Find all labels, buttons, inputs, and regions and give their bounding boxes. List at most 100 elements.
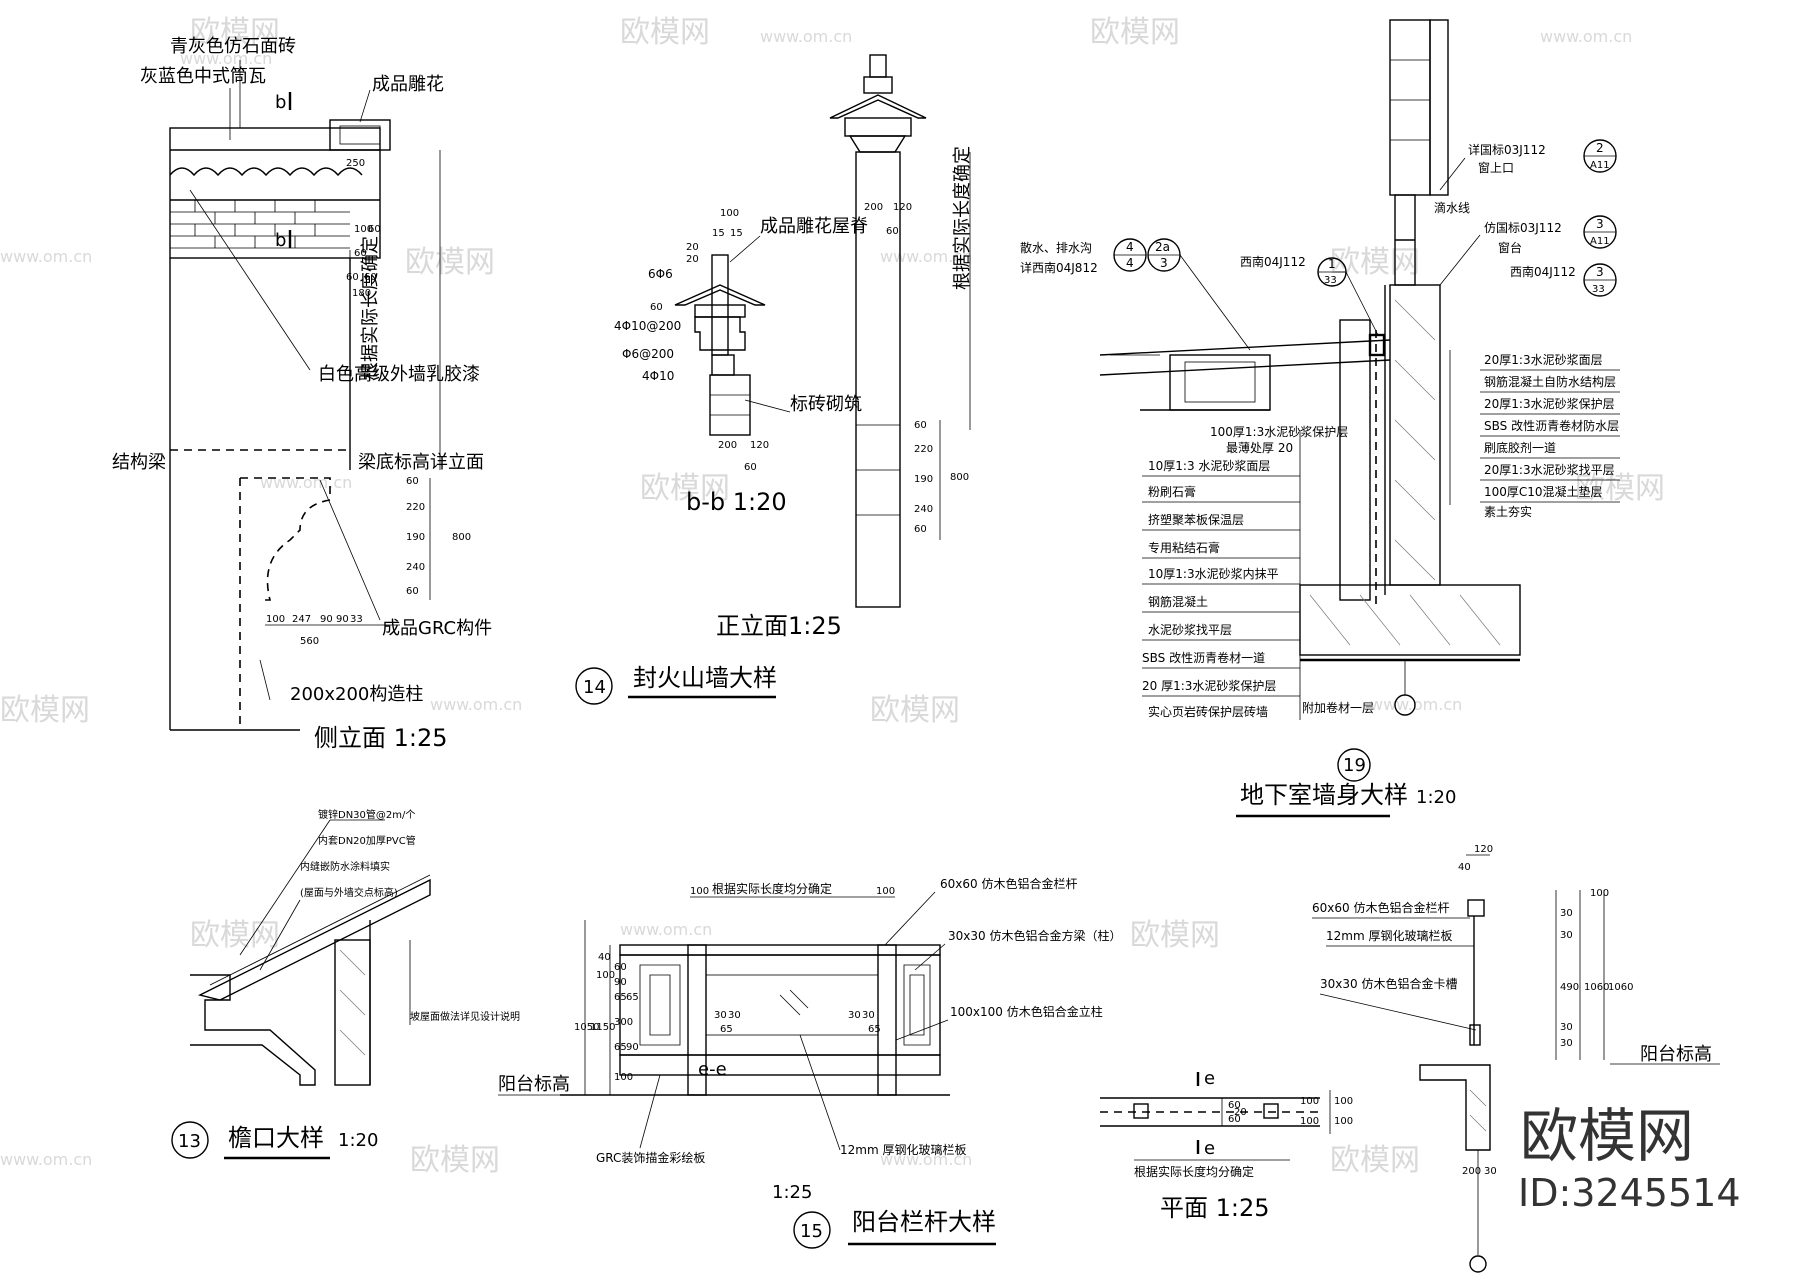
dim: 40 <box>1458 862 1471 873</box>
label: 4Φ10@200 <box>614 319 681 333</box>
ref-num: 3 <box>1596 265 1604 279</box>
dim: 1060 <box>1584 982 1609 993</box>
layer-label: 100厚C10混凝土垫层 <box>1484 484 1603 499</box>
dim: 30 <box>1560 908 1573 919</box>
dim: 100 <box>614 1072 633 1083</box>
layer-label: 挤塑聚苯板保温层 <box>1148 512 1244 527</box>
dim: 100 <box>720 208 739 219</box>
layer-label: 水泥砂浆找平层 <box>1148 622 1232 637</box>
layer-label: 20 厚1:3水泥砂浆保护层 <box>1142 678 1276 693</box>
dim: 60 <box>744 462 757 473</box>
dim: 120 <box>893 202 912 213</box>
dim: 200 <box>864 202 883 213</box>
drain-channel <box>1184 361 1256 403</box>
leader <box>359 89 371 123</box>
label: 12mm 厚钢化玻璃栏板 <box>840 1142 966 1157</box>
layer-label: 20厚1:3水泥砂浆找平层 <box>1484 462 1615 477</box>
detail-number: 19 <box>1343 755 1366 776</box>
layer-label: SBS 改性沥青卷材防水层 <box>1484 418 1619 433</box>
carved-ornament-inner <box>339 125 381 145</box>
layer-label: 刷底胶剂一道 <box>1484 440 1556 455</box>
label: 阳台标高 <box>498 1074 570 1095</box>
gable-band <box>844 117 912 137</box>
label: 100x100 仿木色铝合金立柱 <box>950 1004 1103 1019</box>
watermark-url: www.om.cn <box>180 49 272 68</box>
glass-hatch <box>779 994 801 1016</box>
label: 60x60 仿木色铝合金栏杆 <box>940 876 1077 891</box>
label: 200x200构造柱 <box>290 684 423 705</box>
leader <box>895 1019 949 1041</box>
section-mark: e-e <box>698 1059 727 1080</box>
detail-title: 地下室墙身大样 <box>1240 781 1408 809</box>
roof-slab <box>197 878 431 1001</box>
watermark-url: www.om.cn <box>0 1150 92 1169</box>
label: 6Φ6 <box>648 267 673 281</box>
dim: 65 <box>614 1042 627 1053</box>
pier-shaft <box>855 151 901 608</box>
dim: 220 <box>914 444 933 455</box>
watermark-url: www.om.cn <box>880 247 972 266</box>
detail-13: 镀锌DN30管@2m/个 内套DN20加厚PVC管 内缝嵌防水涂料填实 (屋面与… <box>171 808 520 1160</box>
watermark-text: 欧模网 <box>1575 471 1665 506</box>
leader <box>1439 157 1466 191</box>
brick-wall <box>709 374 751 436</box>
layers-right: 20厚1:3水泥砂浆面层 钢筋混凝土自防水结构层 20厚1:3水泥砂浆保护层 S… <box>1449 350 1620 519</box>
watermark-text: 欧模网 <box>190 15 280 50</box>
watermark-text: 欧模网 <box>1130 918 1220 953</box>
view-title: 侧立面 1:25 <box>314 724 448 752</box>
wall-section <box>334 939 371 1086</box>
upper-wall <box>1389 19 1431 196</box>
post-right <box>877 944 897 1096</box>
detail-title: 封火山墙大样 <box>633 664 777 692</box>
dim: 60 <box>346 272 359 283</box>
brand-stamp: 欧模网 ID:3245514 <box>1518 1102 1741 1215</box>
dim: 120 <box>1474 844 1493 855</box>
dim: 65 <box>720 1024 733 1035</box>
dim: 100 <box>1590 888 1609 899</box>
watermark-text: 欧模网 <box>620 15 710 50</box>
label: 成品雕花 <box>372 74 444 95</box>
leader <box>239 819 331 956</box>
label: 坡屋面做法详见设计说明 <box>410 1010 520 1023</box>
dim: 60 <box>406 586 419 597</box>
dim: 90 <box>320 614 333 625</box>
brand-id: ID:3245514 <box>1518 1171 1741 1215</box>
watermark-text: 欧模网 <box>410 1143 500 1178</box>
leader <box>799 1034 841 1151</box>
protective-brick-wall <box>1339 319 1371 601</box>
label: 白色高级外墙乳胶漆 <box>318 364 480 385</box>
dim: 560 <box>300 636 319 647</box>
leader <box>319 479 381 621</box>
dim: 60 <box>614 962 627 973</box>
apron-top <box>1099 339 1391 356</box>
layer-label: 专用粘结石膏 <box>1148 540 1220 555</box>
watermark-url: www.om.cn <box>1540 27 1632 46</box>
dim: 1150 <box>590 1022 615 1033</box>
axis-bubble <box>1469 1255 1487 1273</box>
view-title: 平面 1:25 <box>1160 1194 1270 1222</box>
layer-label: 附加卷材一层 <box>1302 700 1374 715</box>
dim: 100 <box>690 886 709 897</box>
ref-num: A11 <box>1590 236 1610 247</box>
lattice-left <box>639 964 681 1046</box>
label: 梁底标高详立面 <box>358 452 484 473</box>
dim: 15 <box>730 228 743 239</box>
detail-number: 15 <box>800 1221 823 1242</box>
tile-wave <box>169 167 363 177</box>
detail-number-circle <box>793 1211 831 1249</box>
dim: 60 <box>914 524 927 535</box>
ref-text: 详国标03J112 <box>1468 142 1546 157</box>
dim: 20 <box>686 242 699 253</box>
gable-roof <box>829 94 927 119</box>
dim: 200 <box>718 440 737 451</box>
layer-label: 粉刷石膏 <box>1148 484 1196 499</box>
dim: 240 <box>914 504 933 515</box>
plan-view: e e 100 100 60 60 20 100 100 根据实际长度均分确定 … <box>1100 1068 1353 1222</box>
label: 4Φ10 <box>642 369 674 383</box>
clip-channel <box>1469 1024 1481 1046</box>
ref-num: 1 <box>1328 257 1336 271</box>
dim: 60 <box>914 420 927 431</box>
dim: 60 <box>354 248 367 259</box>
watermark-url: www.om.cn <box>760 27 852 46</box>
